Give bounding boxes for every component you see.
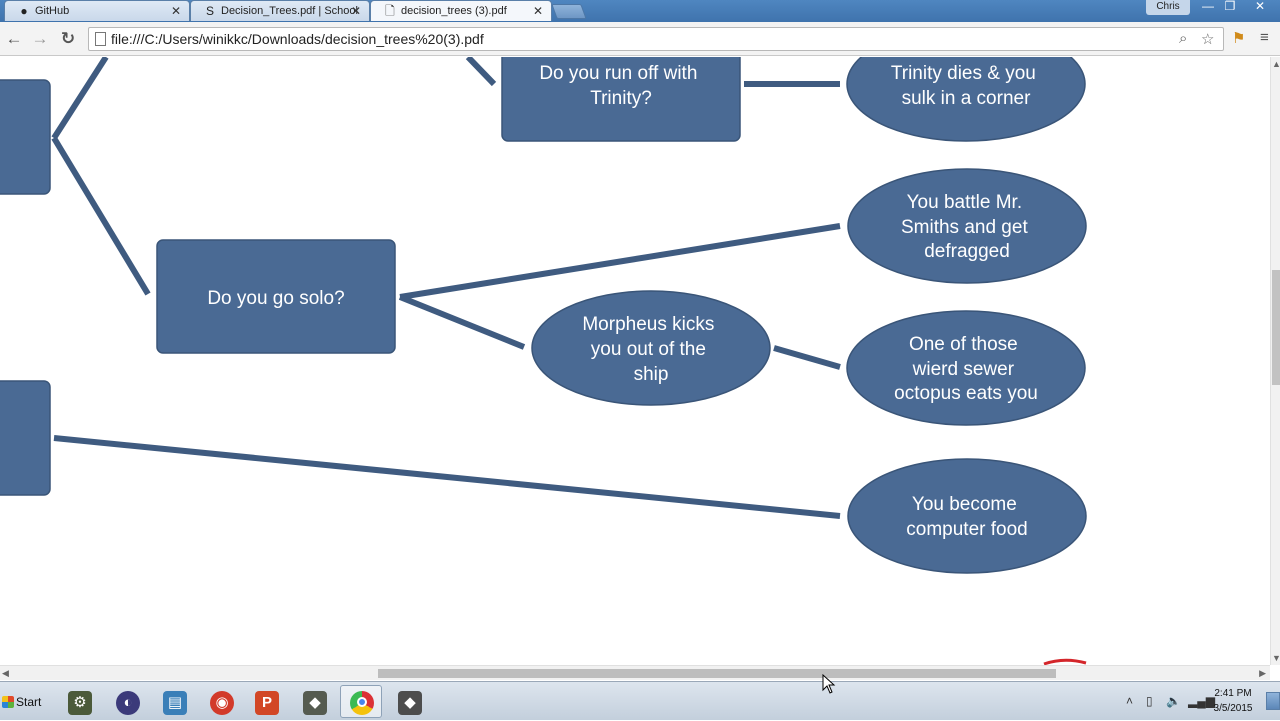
outcome-octopus-text: One of those wierd sewer octopus eats yo… (894, 334, 1038, 404)
edge (51, 57, 109, 140)
taskbar: Start ⚙ ◐ ▤ ◉ P ◆ ◆ ˄ ▯ 🔈 ▂▄▆ 2:41 PM 3/… (0, 681, 1280, 720)
left-node-bottom (0, 380, 51, 496)
minimize-button[interactable]: — (1202, 0, 1214, 13)
edge (399, 223, 841, 300)
outcome-octopus-ellipse (846, 310, 1086, 426)
reload-button[interactable]: ↻ (60, 29, 76, 48)
tab-strip: ● GitHub ✕ S Decision_Trees.pdf | School… (0, 0, 1280, 22)
left-node-top (0, 79, 51, 195)
mouse-cursor-icon (822, 674, 836, 694)
vertical-scrollbar[interactable]: ▲ ▼ (1270, 57, 1280, 665)
restore-button[interactable]: ❐ (1224, 0, 1236, 13)
eclipse-icon: ◐ (116, 691, 140, 715)
tab-schoology[interactable]: S Decision_Trees.pdf | School ✕ (190, 0, 370, 21)
question-run-off-box (501, 57, 741, 142)
outcome-battle-ellipse (847, 168, 1087, 284)
tab-decision-trees[interactable]: 🗋 decision_trees (3).pdf ✕ (370, 0, 552, 21)
taskbar-app-eclipse[interactable]: ◐ (106, 685, 148, 718)
start-label: Start (16, 695, 42, 709)
tab-title: Decision_Trees.pdf | School (221, 5, 358, 17)
scroll-up-icon[interactable]: ▲ (1272, 59, 1280, 69)
close-icon[interactable]: ✕ (170, 4, 181, 18)
tab-title: decision_trees (3).pdf (401, 5, 507, 17)
edge (465, 57, 497, 87)
speaker-icon[interactable]: 🔈 (1166, 694, 1181, 708)
schoology-icon: S (205, 4, 214, 18)
chrome-icon (350, 691, 374, 715)
zoom-icon[interactable]: ⌕ (1179, 30, 1188, 47)
extension-icon[interactable]: ⚑ (1232, 30, 1246, 47)
forward-button[interactable]: → (31, 29, 49, 48)
powerpoint-icon: P (255, 691, 279, 715)
outcome-trinity-dies-text: Trinity dies & you sulk in a corner (891, 63, 1041, 109)
connectors (51, 57, 841, 519)
github-icon: ● (20, 4, 28, 18)
outcome-morpheus-ellipse (531, 290, 771, 406)
page-icon (95, 32, 106, 46)
edge (773, 345, 841, 370)
taskbar-app-tool2[interactable]: ◆ (388, 685, 430, 718)
user-badge[interactable]: Chris (1146, 0, 1190, 15)
scroll-down-icon[interactable]: ▼ (1272, 653, 1280, 663)
scroll-right-icon[interactable]: ▶ (1259, 668, 1266, 678)
system-tray: ˄ ▯ 🔈 ▂▄▆ (1120, 682, 1280, 721)
close-window-button[interactable]: ✕ (1254, 0, 1266, 13)
decision-tree-diagram: Do you run off with Trinity? Do you go s… (0, 57, 1087, 665)
vertical-scroll-thumb[interactable] (1272, 270, 1280, 385)
gear-icon: ⚙ (68, 691, 92, 715)
edge (398, 294, 526, 350)
outcome-morpheus-text: Morpheus kicks you out of the ship (582, 314, 719, 385)
edge (51, 136, 151, 296)
windows-logo-icon (2, 696, 14, 708)
horizontal-scrollbar[interactable]: ◀ ▶ (0, 665, 1270, 680)
url-input[interactable] (111, 30, 1171, 48)
annotation-mark (1043, 658, 1087, 665)
close-icon[interactable]: ✕ (350, 4, 361, 18)
tool-icon: ◆ (398, 691, 422, 715)
tool-icon: ◆ (303, 691, 327, 715)
taskbar-app-media[interactable]: ◉ (200, 685, 242, 718)
battery-icon[interactable]: ▯ (1146, 694, 1153, 708)
taskbar-app-settings[interactable]: ⚙ (58, 685, 100, 718)
tab-github[interactable]: ● GitHub ✕ (4, 0, 190, 21)
start-button[interactable]: Start (0, 686, 48, 718)
menu-icon[interactable]: ≡ (1260, 29, 1269, 46)
chevron-up-icon[interactable]: ˄ (1126, 694, 1134, 708)
taskbar-app-file-manager[interactable]: ▤ (153, 685, 195, 718)
show-desktop-button[interactable] (1266, 692, 1280, 710)
horizontal-scroll-thumb[interactable] (378, 669, 1056, 678)
media-icon: ◉ (210, 691, 234, 715)
tab-title: GitHub (35, 5, 70, 17)
back-button[interactable]: ← (5, 29, 23, 48)
outcome-trinity-dies-ellipse (846, 57, 1086, 142)
edge (53, 435, 841, 519)
outcome-computer-food-ellipse (847, 458, 1087, 574)
scroll-left-icon[interactable]: ◀ (2, 668, 9, 678)
clock-time[interactable]: 2:41 PM (1214, 688, 1252, 699)
taskbar-app-chrome[interactable] (340, 685, 382, 718)
folder-icon: ▤ (163, 691, 187, 715)
address-bar[interactable]: ⌕ ☆ (88, 27, 1224, 51)
pdf-viewport[interactable]: Do you run off with Trinity? Do you go s… (0, 57, 1270, 665)
browser-toolbar: ← → ↻ ⌕ ☆ ⚑ ≡ (0, 22, 1280, 56)
clock-date[interactable]: 3/5/2015 (1213, 703, 1253, 714)
taskbar-app-tool[interactable]: ◆ (293, 685, 335, 718)
taskbar-app-powerpoint[interactable]: P (245, 685, 287, 718)
question-go-solo-box (156, 239, 396, 354)
question-go-solo-text: Do you go solo? (207, 288, 344, 309)
network-icon[interactable]: ▂▄▆ (1188, 694, 1215, 708)
question-run-off-text: Do you run off with Trinity? (539, 63, 702, 109)
new-tab-button[interactable] (551, 4, 587, 19)
star-icon[interactable]: ☆ (1201, 31, 1215, 48)
close-icon[interactable]: ✕ (532, 4, 543, 18)
outcome-computer-food-text: You become computer food (906, 494, 1027, 540)
outcome-battle-text: You battle Mr. Smiths and get defragged (901, 192, 1033, 262)
document-icon: 🗋 (385, 4, 395, 18)
